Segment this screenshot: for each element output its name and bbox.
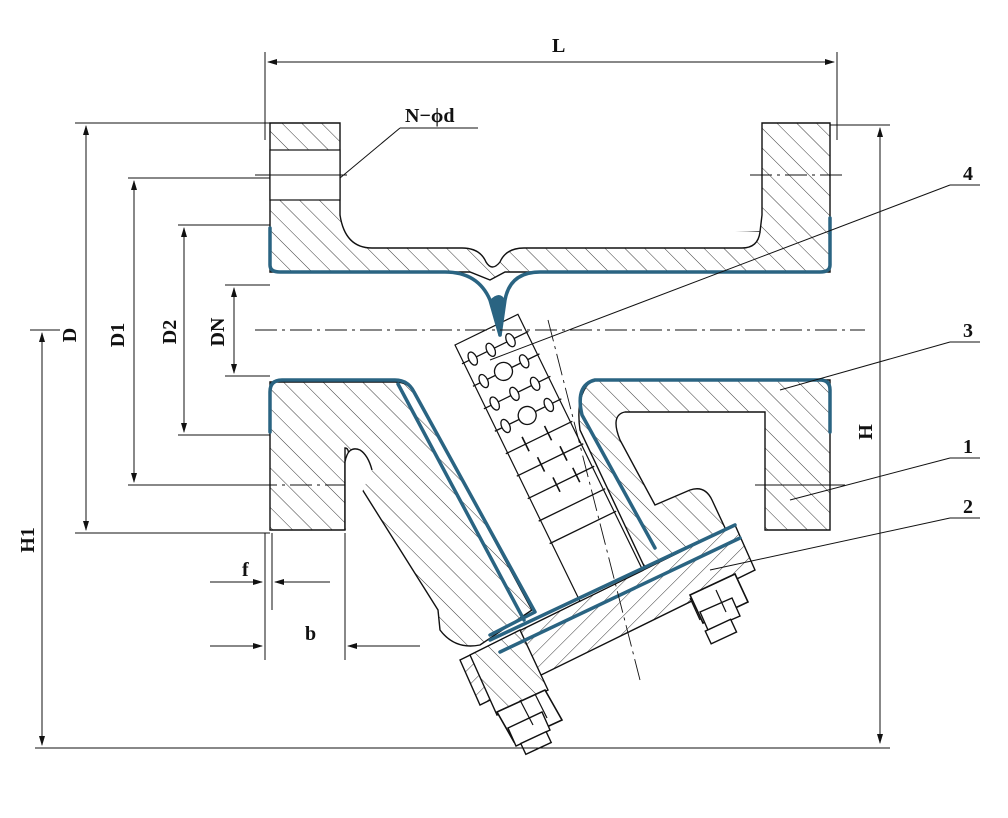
label-N-phi-d: N−ϕd [405,105,454,127]
lining [268,216,832,654]
bolt-nut-right [688,572,750,645]
label-H1: H1 [17,527,39,553]
part-number-3: 3 [963,320,973,342]
label-L: L [552,35,565,57]
dimension-lines [30,52,980,749]
label-D1: D1 [107,323,129,347]
part-number-1: 1 [963,436,973,458]
valve-body [269,122,831,756]
label-D2: D2 [159,320,181,344]
part-number-2: 2 [963,496,973,518]
label-D: D [59,328,81,342]
bolt-nut-left [495,688,564,756]
label-DN: DN [207,317,229,346]
labels: L N−ϕd D D1 D2 DN H H1 f b 4 3 1 2 [17,35,973,645]
label-b: b [305,623,316,645]
label-H: H [855,424,877,440]
center-lines [255,174,865,681]
part-number-4: 4 [963,163,973,185]
label-f: f [242,559,249,581]
